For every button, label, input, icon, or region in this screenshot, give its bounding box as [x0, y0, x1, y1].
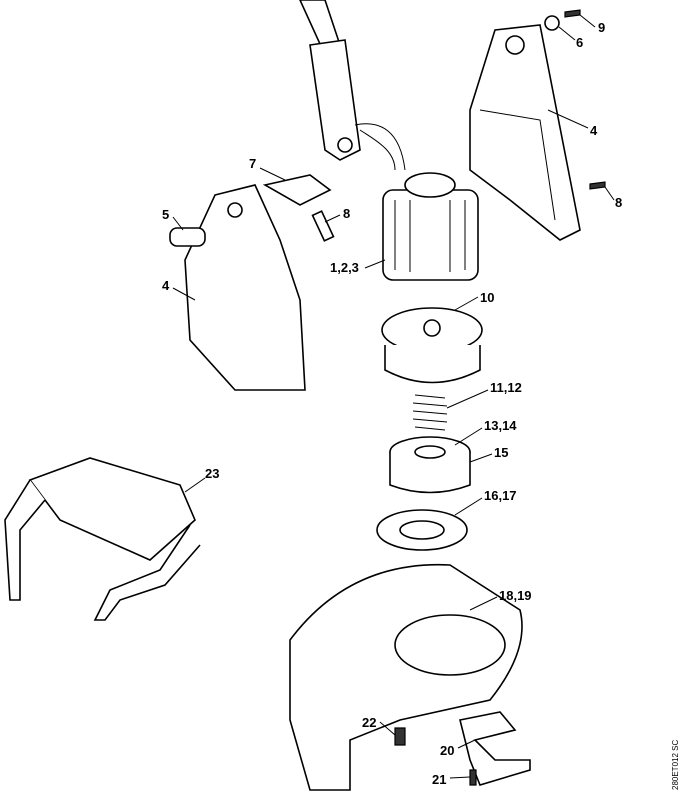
callout-4-left: 4	[162, 278, 170, 293]
part-5-pin	[169, 227, 206, 247]
deflector-guard	[289, 563, 523, 791]
safety-glasses	[4, 457, 201, 621]
handle-shaft	[299, 0, 406, 171]
fan	[381, 307, 483, 384]
part-6-washer	[544, 15, 560, 31]
callout-23: 23	[205, 466, 219, 481]
callout-9: 9	[598, 20, 605, 35]
spool-cover	[376, 509, 468, 551]
callout-4-right: 4	[590, 123, 598, 138]
motor	[382, 172, 479, 281]
part-8-spring	[311, 210, 335, 242]
part-22-screw	[394, 727, 406, 746]
callout-20: 20	[440, 743, 454, 758]
callout-18-19: 18,19	[499, 588, 532, 603]
callout-13-14: 13,14	[484, 418, 517, 433]
spring	[412, 394, 448, 431]
part-21-screw	[469, 769, 477, 786]
part-9-screw	[564, 9, 581, 18]
diagram-code: 280ET012 SC	[671, 740, 680, 790]
callout-7: 7	[249, 156, 256, 171]
callout-6: 6	[576, 35, 583, 50]
callout-16-17: 16,17	[484, 488, 517, 503]
callout-11-12: 11,12	[490, 380, 522, 395]
callout-10: 10	[480, 290, 494, 305]
callout-15: 15	[494, 445, 508, 460]
callout-8-right: 8	[615, 195, 622, 210]
callout-1-2-3: 1,2,3	[330, 260, 359, 275]
callout-21: 21	[432, 772, 446, 787]
part-8-screw-right	[589, 181, 606, 190]
spool	[389, 436, 471, 494]
housing-left	[184, 184, 306, 391]
callout-8-left: 8	[343, 206, 350, 221]
callout-22: 22	[362, 715, 376, 730]
part-7-bracket	[262, 174, 332, 206]
leader-lines	[172, 14, 615, 779]
callout-5: 5	[162, 207, 169, 222]
housing-right	[469, 24, 581, 241]
